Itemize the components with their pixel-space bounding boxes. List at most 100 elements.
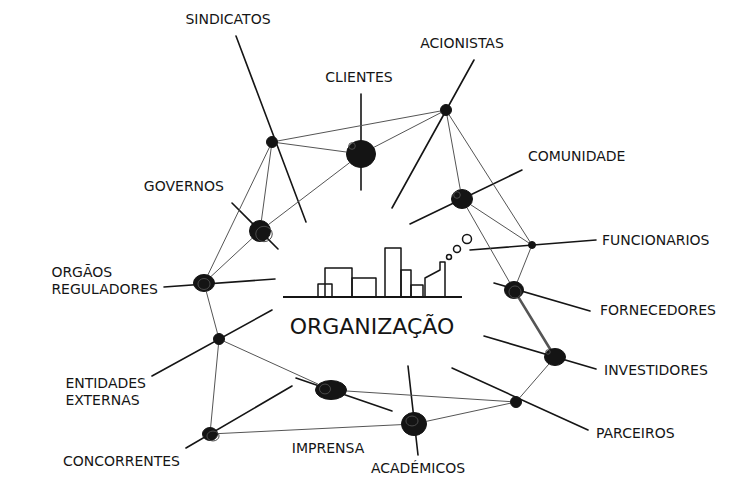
smoke-puff [454,246,461,253]
dot-fill [250,221,271,242]
dot-scribble [320,384,331,394]
factory [425,262,445,297]
stakeholder-dot: ACIONISTAS [440,104,452,116]
leader-line [470,240,596,250]
dot-shape [266,136,278,148]
dot-scribble [349,143,356,150]
stakeholder-dot: ENTIDADES EXTERNAS [213,333,225,345]
network-link [218,425,401,434]
dot-fill [267,137,278,148]
network-link [211,238,252,276]
skyline-icon [283,235,472,298]
dot-shape [451,189,473,209]
smoke-puff [447,255,452,260]
dot-shape [544,348,566,366]
stakeholder-label: ACADÉMICOS [371,460,465,477]
network-link [347,391,510,402]
dot-shape [510,396,522,408]
stakeholder-label: SINDICATOS [185,11,270,28]
building [411,285,423,297]
dot-fill [214,334,225,345]
network-link [224,341,318,384]
stakeholder-dot: COMUNIDADE [451,189,473,209]
dot-shape [528,241,536,249]
dot-fill [316,381,347,400]
network-link [520,364,549,397]
dot-fill [347,141,376,168]
dot-shape [193,274,215,292]
stakeholder-label: CONCORRENTES [63,453,180,470]
dot-scribble [454,192,461,199]
dot-fill [194,275,215,292]
dot-scribble [256,226,273,241]
network-link [278,143,346,152]
stakeholder-label: INVESTIDORES [604,362,708,379]
stakeholder-label: ENTIDADES EXTERNAS [65,375,146,409]
building [401,270,411,297]
stakeholder-label: CLIENTES [325,69,392,86]
stakeholder-dot: FORNECEDORES [504,281,524,299]
network-link [427,403,510,421]
stakeholder-dot: CLIENTES [346,140,376,168]
dot-fill [529,242,536,249]
network-link [471,205,529,243]
dot-fill [545,349,566,366]
dot-fill [203,428,218,441]
building [385,248,401,297]
stakeholder-dot: IMPRENSA [315,380,347,400]
network-link [269,163,350,224]
network-link [211,345,219,427]
network-link [449,115,530,242]
stakeholder-dot: CONCORRENTES [202,427,218,441]
network-link [261,148,271,220]
dot-shape [249,220,271,242]
stakeholder-label: GOVERNOS [144,178,224,195]
leader-line [408,366,418,455]
dot-shape [202,427,218,441]
dot-scribble [207,431,219,441]
leader-line [410,170,522,224]
dot-shape [440,104,452,116]
smoke-puff [463,235,472,244]
dot-shape [504,281,524,299]
stakeholder-dot: INVESTIDORES [544,348,566,366]
stakeholder-dot: ORGÃOS REGULADORES [193,274,215,292]
dot-fill [511,397,522,408]
network-link [374,113,441,147]
stakeholder-dot: GOVERNOS [249,220,271,242]
stakeholder-label: ACIONISTAS [420,35,504,52]
network-link [447,116,460,189]
dot-scribble [546,350,550,354]
stakeholder-dot: ACADÉMICOS [401,412,427,436]
stakeholder-label: COMUNIDADE [528,148,625,165]
dot-shape [346,140,376,168]
leader-lines [152,36,596,455]
dot-fill [505,282,524,299]
leader-line [484,336,596,369]
organization-label: ORGANIZAÇÃO [290,314,455,339]
network-link [519,298,550,349]
dot-shape [315,380,347,400]
stakeholder-label: IMPRENSA [292,440,364,457]
stakeholder-dot: SINDICATOS [266,136,278,148]
dot-shape [401,412,427,436]
leader-line [164,279,275,287]
stakeholder-dot: FUNCIONARIOS [528,241,536,249]
stakeholder-label: FUNCIONARIOS [602,232,710,249]
building [325,268,352,297]
network-link [206,292,217,333]
dot-shape [213,333,225,345]
stakeholder-label: FORNECEDORES [600,302,716,319]
dot-fill [402,413,427,436]
network-link [208,147,269,274]
building [352,278,376,297]
network-link [467,208,509,282]
stakeholder-dot: PARCEIROS [510,396,522,408]
stakeholder-label: PARCEIROS [596,425,675,442]
dot-scribble [509,286,521,298]
leader-line [296,378,392,411]
leader-line [186,386,292,448]
stakeholder-label: ORGÃOS REGULADORES [51,264,158,298]
dot-scribble [198,279,210,290]
